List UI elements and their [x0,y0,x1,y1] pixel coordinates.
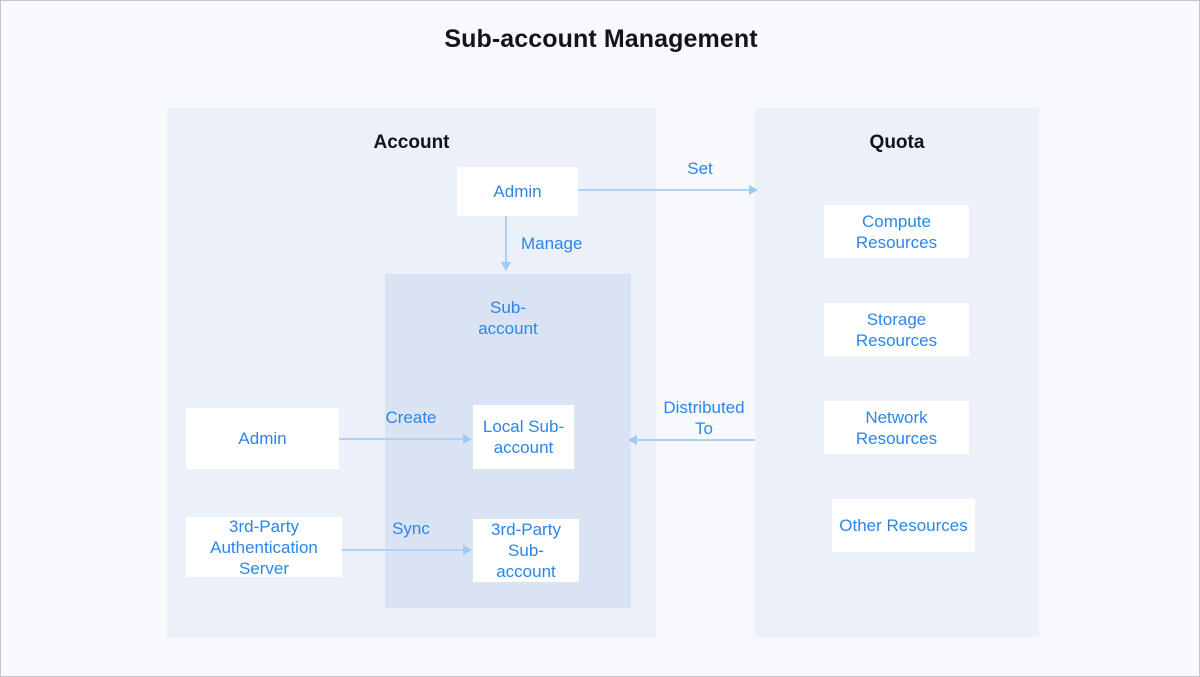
account-panel-title: Account [373,132,450,153]
edge-sync-label: Sync [392,519,430,538]
quota-item-network-resources[interactable]: Network Resources [824,401,969,454]
quota-panel-title: Quota [869,132,925,153]
edge-create-line [339,438,465,440]
quota-panel [755,108,1039,637]
node-admin-top[interactable]: Admin [457,167,578,216]
node-third-party-sub-account[interactable]: 3rd-Party Sub- account [473,519,579,582]
page-title: Sub-account Management [444,25,758,53]
edge-set-arrowhead-icon [749,185,758,195]
node-admin-left[interactable]: Admin [186,408,339,469]
edge-set-line [578,189,751,191]
edge-distributed-to-line [637,439,755,441]
sub-account-group-label: Sub- account [478,298,538,338]
edge-sync-arrowhead-icon [463,545,472,555]
quota-item-storage-resources[interactable]: Storage Resources [824,303,969,356]
edge-create-label: Create [385,408,437,427]
edge-sync-line [342,549,465,551]
edge-manage-label: Manage [521,234,583,253]
quota-item-other-resources[interactable]: Other Resources [832,499,975,552]
node-local-sub-account[interactable]: Local Sub- account [473,405,574,469]
edge-create-arrowhead-icon [463,434,472,444]
edge-distributed-to-arrowhead-icon [628,435,637,445]
edge-set-label: Set [687,159,713,178]
edge-manage-arrowhead-icon [501,262,511,271]
quota-item-compute-resources[interactable]: Compute Resources [824,205,969,258]
edge-distributed-to-label: Distributed To [663,398,745,438]
edge-manage-line [505,216,507,264]
node-third-party-auth-server[interactable]: 3rd-Party Authentication Server [186,517,342,578]
